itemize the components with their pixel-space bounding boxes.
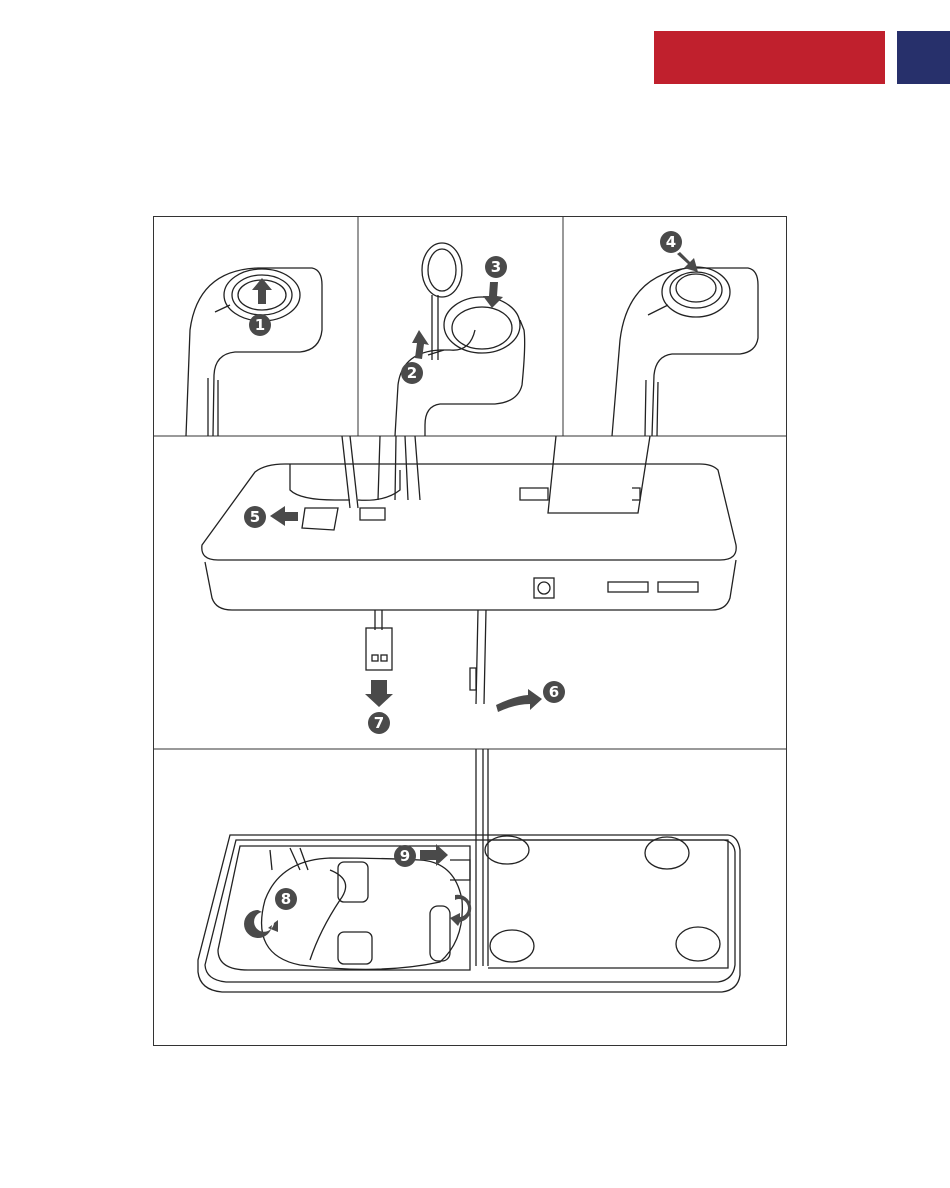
step-badge-7: 7 — [368, 712, 390, 734]
step-badge-1: 1 — [249, 314, 271, 336]
step-badge-6: 6 — [543, 681, 565, 703]
svg-text:2: 2 — [407, 364, 417, 382]
step-badge-5: 5 — [244, 506, 266, 528]
svg-text:6: 6 — [549, 683, 559, 701]
up-arrow-icon — [412, 330, 429, 359]
panel-3-stand — [612, 267, 758, 436]
curved-right-arrow-icon — [496, 689, 542, 712]
svg-text:5: 5 — [250, 508, 260, 526]
svg-text:4: 4 — [666, 233, 676, 251]
step-badge-4: 4 — [660, 231, 682, 253]
svg-text:7: 7 — [374, 714, 384, 732]
down-arrow-icon — [365, 680, 393, 707]
down-arrow-icon — [483, 282, 503, 308]
svg-text:1: 1 — [255, 316, 265, 334]
step-badge-3: 3 — [485, 256, 507, 278]
up-arrow-icon — [252, 278, 272, 304]
svg-text:3: 3 — [491, 258, 501, 276]
panel-1-stand — [186, 268, 322, 436]
panel-5-base-open — [198, 749, 740, 992]
panel-4-base — [202, 436, 736, 704]
step-badge-8: 8 — [275, 888, 297, 910]
step-badge-2: 2 — [401, 362, 423, 384]
rotate-arrow-icon — [450, 895, 471, 926]
left-arrow-icon — [270, 506, 298, 526]
step-badge-9: 9 — [394, 845, 416, 867]
svg-text:8: 8 — [281, 890, 291, 908]
svg-text:9: 9 — [400, 847, 410, 865]
